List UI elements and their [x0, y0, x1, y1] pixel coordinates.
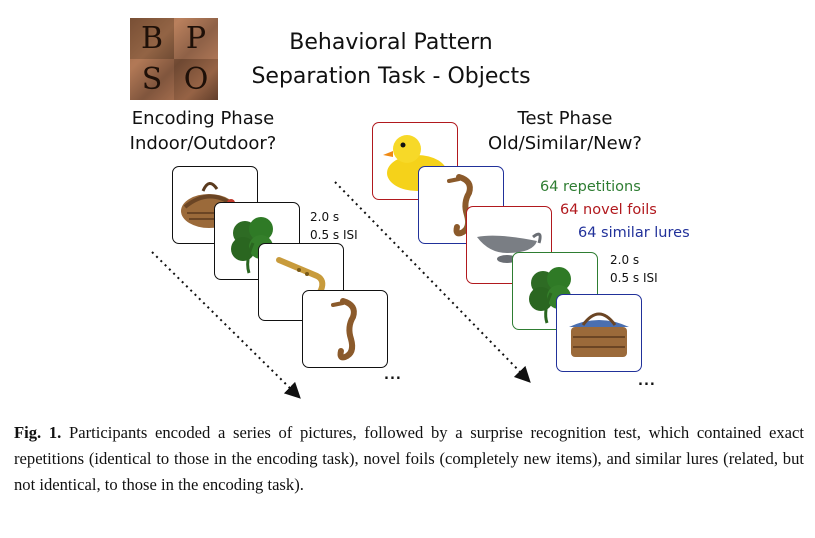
logo-letter-s: S [130, 59, 174, 100]
count-repetitions: 64 repetitions [540, 177, 641, 197]
caption-text: Participants encoded a series of picture… [14, 423, 804, 494]
figure-title: Behavioral Pattern Separation Task - Obj… [226, 26, 556, 94]
count-lures-label: 64 similar lures [578, 225, 690, 241]
test-duration: 2.0 s [610, 253, 640, 267]
test-phase-heading: Test Phase Old/Similar/New? [470, 106, 660, 156]
figure-title-line1: Behavioral Pattern [289, 30, 493, 55]
encoding-timing: 2.0 s 0.5 s ISI [310, 208, 358, 244]
logo-letter-o: O [174, 59, 218, 100]
logo-letter-b: B [130, 18, 174, 59]
count-foils-label: 64 novel foils [560, 202, 657, 218]
test-card-picnic-basket [556, 294, 642, 372]
encoding-sequence-arrow [151, 251, 301, 399]
figure-title-line2: Separation Task - Objects [251, 64, 531, 89]
caption-label: Fig. 1. [14, 423, 62, 442]
bpso-logo: B P S O [130, 18, 218, 100]
encoding-phase-question: Indoor/Outdoor? [129, 133, 277, 154]
test-sequence-arrow [334, 181, 531, 383]
test-phase-title: Test Phase [517, 108, 613, 129]
count-similar-lures: 64 similar lures [578, 223, 690, 243]
encoding-isi: 0.5 s ISI [310, 228, 358, 242]
test-card-clover [512, 252, 598, 330]
test-phase-question: Old/Similar/New? [488, 133, 642, 154]
test-isi: 0.5 s ISI [610, 271, 658, 285]
encoding-ellipsis: ... [384, 368, 402, 383]
count-novel-foils: 64 novel foils [560, 200, 657, 220]
encoding-phase-heading: Encoding Phase Indoor/Outdoor? [108, 106, 298, 156]
figure-caption: Fig. 1. Participants encoded a series of… [14, 420, 804, 498]
test-timing: 2.0 s 0.5 s ISI [610, 251, 658, 287]
encoding-card-seahorse [302, 290, 388, 368]
logo-letter-p: P [174, 18, 218, 59]
test-ellipsis: ... [638, 374, 656, 389]
encoding-duration: 2.0 s [310, 210, 340, 224]
encoding-phase-title: Encoding Phase [131, 108, 275, 129]
count-repetitions-label: 64 repetitions [540, 179, 641, 195]
